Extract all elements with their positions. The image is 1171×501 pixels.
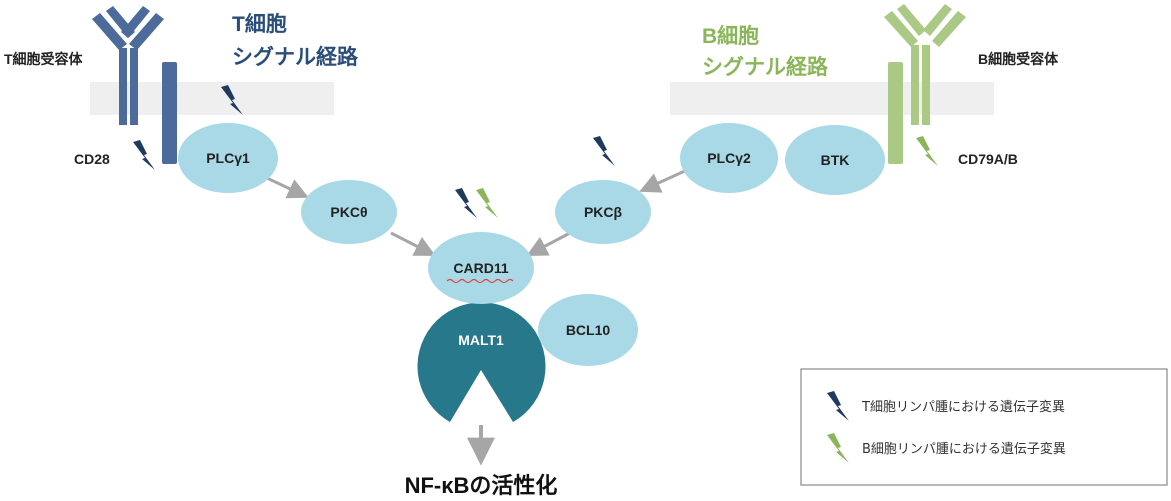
arrow-pkcbeta-card11 [526,231,571,256]
malt1-label: MALT1 [458,332,504,348]
cd79ab-receptor-icon [888,62,903,164]
t-pathway-title-line1: T細胞 [232,12,287,36]
cd28-label: CD28 [74,151,110,167]
b-pathway-title-line2: シグナル経路 [702,55,829,79]
bcl10-label: BCL10 [566,322,611,338]
b-cell-membrane [670,82,994,115]
pkc-beta-label: PKCβ [584,204,623,220]
cd28-receptor-icon [162,62,177,164]
card11-spellcheck-underline [446,278,514,284]
t-cell-receptor-label: T細胞受容体 [4,51,84,67]
cd79ab-label: CD79A/B [958,151,1018,167]
card11-node [428,232,534,304]
plcg1-label: PLCγ1 [206,150,250,166]
card11-label: CARD11 [453,260,508,276]
btk-label: BTK [821,152,850,168]
nf-kb-activation-label: NF-κBの活性化 [405,473,558,498]
t-pathway-title-line2: シグナル経路 [232,45,359,69]
pkc-beta-node [555,180,651,244]
pkc-theta-node [301,180,397,244]
legend: T細胞リンパ腫における遺伝子変異 B細胞リンパ腫における遺伝子変異 [800,368,1168,486]
bcl10-node [538,294,638,366]
arrow-pkctheta-card11 [390,231,436,256]
b-cell-receptor-label: B細胞受容体 [978,51,1059,67]
btk-node [785,125,885,195]
plcg2-node [680,123,778,193]
pkc-theta-label: PKCθ [330,204,367,220]
legend-t-mutation-label: T細胞リンパ腫における遺伝子変異 [861,399,1065,415]
b-pathway-title-line1: B細胞 [702,24,759,48]
malt1-node [417,302,546,422]
b-cell-receptor-icon [884,4,966,125]
arrow-plcg2-pkcbeta [639,168,688,193]
legend-b-mutation-label: B細胞リンパ腫における遺伝子変異 [862,441,1066,457]
t-cell-receptor-icon [92,6,164,125]
plcg1-node [178,123,278,193]
plcg2-label: PLCγ2 [707,150,751,166]
